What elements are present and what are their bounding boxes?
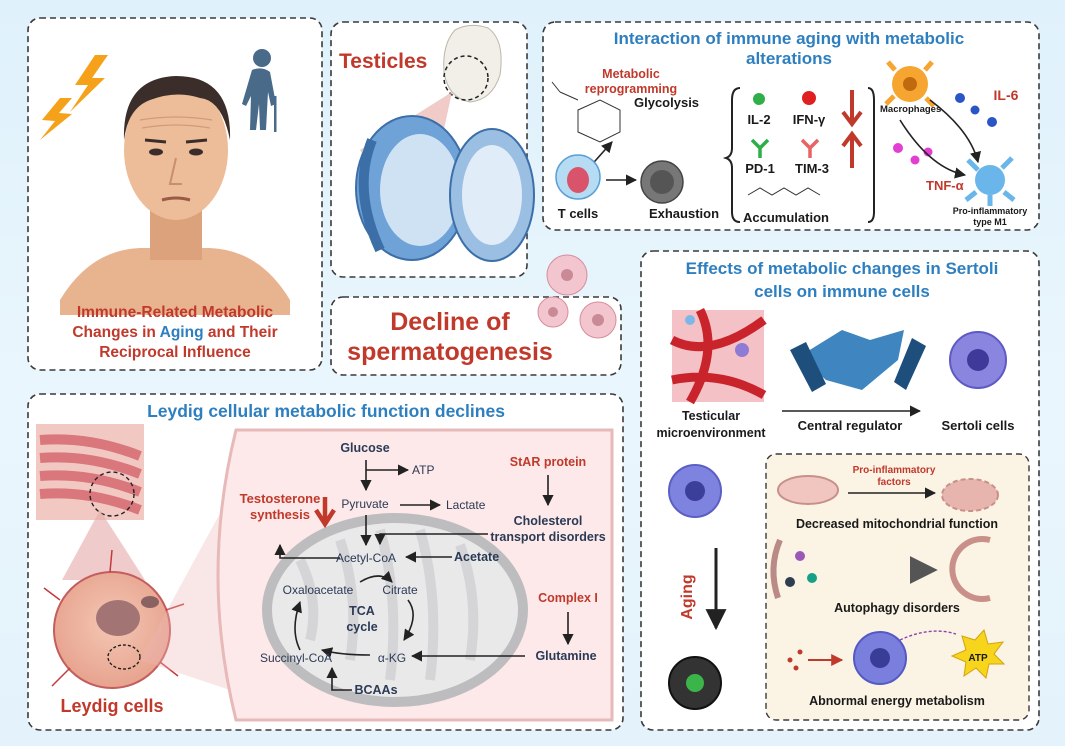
pain-bolt-icon [40, 98, 72, 140]
citrate-label: Citrate [382, 583, 418, 597]
macrophages-label: Macrophages [880, 104, 941, 115]
metabolic-line1: Metabolic [602, 67, 660, 81]
aging-title-line2: Changes in Aging and Their [72, 324, 277, 341]
energy-cell-icon [853, 631, 907, 685]
leydig-cells-label: Leydig cells [60, 696, 163, 716]
immune-title-line1: Interaction of immune aging with metabol… [614, 29, 964, 48]
lactate-polymer-icon [747, 187, 821, 196]
testicles-title: Testicles [339, 50, 427, 73]
tca-line2: cycle [346, 620, 377, 634]
panel-sertoli: Effects of metabolic changes in Sertoli … [640, 250, 1040, 731]
il2-label: IL-2 [747, 112, 770, 127]
handshake-icon [790, 330, 926, 392]
bcaas-label: BCAAs [354, 683, 397, 697]
acetate-label: Acetate [454, 550, 499, 564]
tnfa-label: TNF-α [926, 178, 964, 193]
macrophage-icon [884, 60, 936, 108]
sertoli-cells-label: Sertoli cells [942, 418, 1015, 433]
m1-macrophage-icon [964, 156, 1016, 206]
exhausted-cell-icon [640, 160, 684, 204]
autophagosome-icon [949, 536, 991, 602]
cholesterol-line2: transport disorders [490, 530, 605, 544]
testosterone-line2: synthesis [250, 507, 310, 522]
tim3-label: TIM-3 [795, 161, 829, 176]
central-regulator-label: Central regulator [798, 418, 903, 433]
m1-line2: type M1 [973, 217, 1007, 227]
mitochondrion-illustration [262, 513, 528, 707]
immune-title-line2: alterations [746, 49, 832, 68]
t-cell-icon [555, 154, 601, 200]
lactate-label: Lactate [446, 498, 486, 512]
testosterone-line1: Testosterone [240, 491, 321, 506]
il2-marker [753, 93, 765, 105]
sertoli-cell-icon [949, 331, 1007, 389]
microenvironment-illustration [669, 307, 767, 405]
proinflammatory-line1: Pro-inflammatory [853, 465, 936, 476]
complex-i-label: Complex I [538, 591, 598, 605]
acetyl-coa-label: Acetyl-CoA [336, 551, 396, 565]
akg-label: α-KG [378, 651, 406, 665]
sertoli-title-line2: cells on immune cells [754, 282, 930, 301]
sperm-cells-icon [537, 254, 617, 339]
panel-testicles: Testicles [330, 21, 535, 278]
micro-line2: microenvironment [656, 426, 766, 440]
energy-metabolism-label: Abnormal energy metabolism [809, 694, 985, 708]
ifng-label: IFN-γ [793, 112, 826, 127]
aged-immune-cell-icon [668, 656, 722, 710]
cholesterol-line1: Cholesterol [514, 514, 583, 528]
healthy-immune-cell-icon [668, 464, 722, 518]
pain-bolt-icon [70, 55, 108, 112]
atp-label: ATP [412, 463, 434, 477]
aging-arrow-label: Aging [679, 574, 696, 619]
il6-label: IL-6 [994, 87, 1019, 103]
pd1-label: PD-1 [745, 161, 775, 176]
t-cells-label: T cells [558, 206, 598, 221]
testis-illustration [355, 24, 535, 262]
glutamine-label: Glutamine [535, 649, 596, 663]
down-arrow-icon [841, 90, 863, 128]
panel-aging: Immune-Related Metabolic Changes in Agin… [27, 17, 323, 371]
panel-immune-aging: Interaction of immune aging with metabol… [542, 21, 1040, 231]
decline-line1: Decline of [390, 308, 510, 336]
seminiferous-tubule-illustration [36, 424, 145, 580]
sertoli-title-line1: Effects of metabolic changes in Sertoli [686, 259, 999, 278]
leydig-title: Leydig cellular metabolic function decli… [147, 401, 505, 421]
succinyl-coa-label: Succinyl-CoA [260, 651, 332, 665]
panel-decline: Decline of spermatogenesis [330, 254, 622, 376]
atp-burst-icon [950, 628, 1006, 680]
glucose-label: Glucose [340, 441, 389, 455]
atp-label: ATP [968, 653, 988, 664]
autophagy-label: Autophagy disorders [834, 601, 960, 615]
pyruvate-label: Pyruvate [341, 497, 389, 511]
pd1-receptor-icon [750, 138, 770, 158]
oxaloacetate-label: Oxaloacetate [283, 583, 354, 597]
micro-line1: Testicular [682, 409, 740, 423]
proinflammatory-line2: factors [877, 477, 911, 488]
tim3-receptor-icon [800, 138, 820, 158]
accumulation-label: Accumulation [743, 210, 829, 225]
testosterone-decline-arrow-icon [314, 497, 336, 529]
up-arrow-icon [841, 130, 863, 168]
mitochondria-icon [777, 475, 999, 512]
glucose-structure-icon [551, 81, 621, 143]
mito-function-label: Decreased mitochondrial function [796, 517, 998, 531]
ifng-marker [802, 91, 816, 105]
leydig-cell-illustration [43, 549, 185, 689]
exhaustion-label: Exhaustion [649, 206, 719, 221]
metabolic-line2: reprogramming [585, 82, 677, 96]
tca-line1: TCA [349, 604, 375, 618]
glycolysis-label: Glycolysis [634, 95, 699, 110]
aging-man-illustration [60, 76, 290, 315]
m1-line1: Pro-inflammatory [953, 206, 1028, 216]
aging-title-line3: Reciprocal Influence [99, 344, 251, 361]
elderly-person-icon [242, 49, 277, 132]
aging-title-line1: Immune-Related Metabolic [77, 304, 274, 321]
panel-leydig: Leydig cellular metabolic function decli… [27, 393, 624, 731]
decline-line2: spermatogenesis [347, 338, 553, 366]
star-protein-label: StAR protein [510, 455, 586, 469]
